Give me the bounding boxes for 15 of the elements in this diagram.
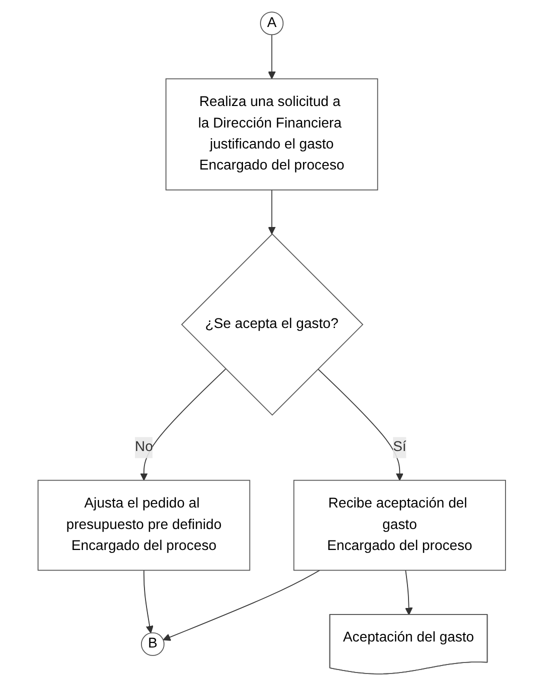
arrow [162, 570, 320, 641]
arrow [317, 368, 404, 481]
node-box: Realiza una solicitud a la Dirección Financiera justificando el gasto Encargado del proceso [165, 78, 378, 190]
node-circle: B [140, 632, 164, 656]
edge-label: Sí [392, 440, 406, 455]
node-circle: A [260, 12, 284, 36]
arrow [143, 570, 154, 634]
node-diamond: ¿Se acepta el gasto? [180, 233, 364, 416]
node-box: Ajusta el pedido al presupuesto pre definido Encargado del proceso [37, 480, 250, 571]
arrow [268, 190, 276, 234]
arrow [140, 368, 226, 481]
node-box: Recibe aceptación del gasto Encargado del proceso [293, 480, 506, 571]
edge-label: No [134, 440, 153, 455]
arrow [404, 570, 412, 616]
arrow [268, 34, 276, 80]
